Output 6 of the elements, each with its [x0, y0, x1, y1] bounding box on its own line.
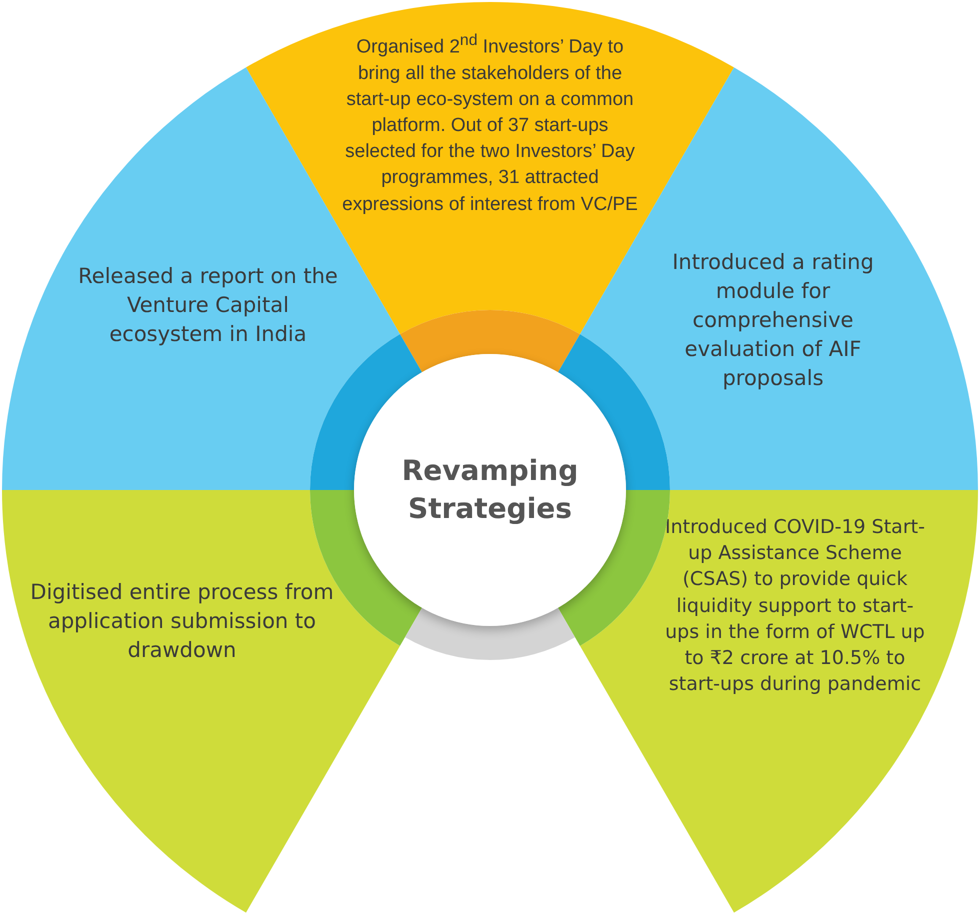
segment-text: Digitised entire process from application submission to drawdown [29, 579, 335, 664]
segment-text: Released a report on the Venture Capital ecosystem in India [77, 263, 339, 348]
center-title: Revamping Strategies [400, 453, 580, 527]
segment-text: Introduced a rating module for comprehensive evaluation of AIF proposals [671, 249, 875, 392]
segment-text: Organised 2$^{nd}$ Investors’ Day to bring all the stakeholders of the start-up eco-system on a common platform. Out of 37 start-ups selected for the two Investors’ Day programmes, 31 attracted expressions of interest from VC/PE [341, 31, 639, 217]
segment-text: Introduced COVID-19 Start-up Assistance Scheme (CSAS) to provide quick liquidity support to start-ups in the form of WCTL up to ₹2 crore at 10.5% to start-ups during pandemic [664, 515, 926, 698]
